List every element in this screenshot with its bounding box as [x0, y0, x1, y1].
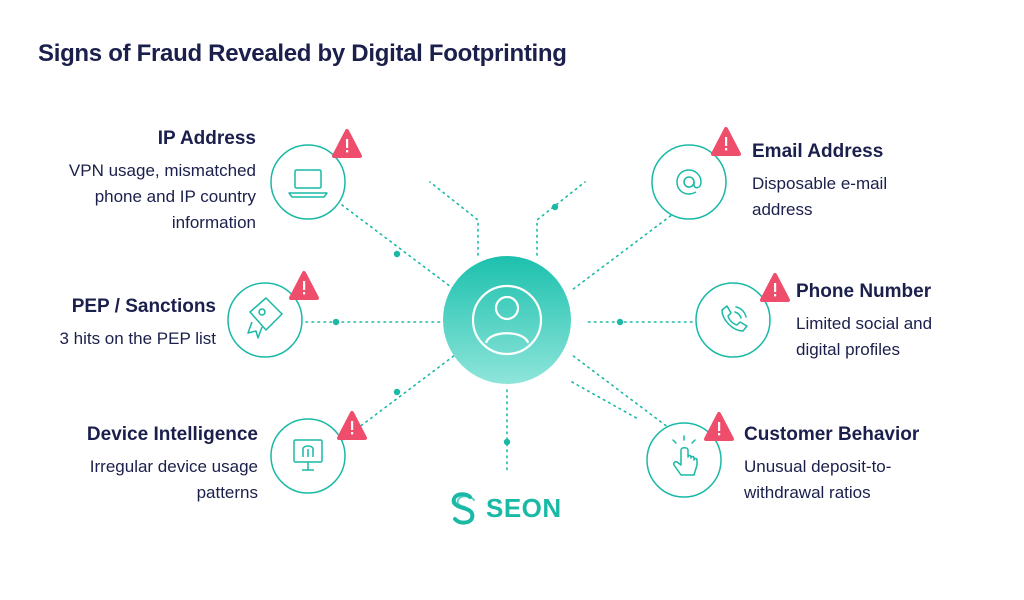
phone-number-block: Phone Number Limited social and digital … [796, 281, 932, 363]
customer-behavior-block: Customer Behavior Unusual deposit-to- wi… [744, 424, 919, 506]
pep-sanctions-node [227, 271, 319, 358]
laptop-icon [288, 169, 328, 198]
ip-address-block: IP Address VPN usage, mismatched phone a… [69, 128, 256, 236]
customer-behavior-node [646, 412, 734, 498]
email-address-desc: Disposable e-mail address [752, 174, 888, 219]
page-title: Signs of Fraud Revealed by Digital Footp… [38, 40, 567, 67]
pep-sanctions-block: PEP / Sanctions 3 hits on the PEP list [59, 296, 216, 352]
center-user-node [443, 256, 571, 384]
device-intelligence-heading: Device Intelligence [86, 424, 258, 445]
warning-icon [704, 412, 734, 441]
seon-logo-text: SEON [486, 492, 562, 523]
customer-behavior-desc: Unusual deposit-to- withdrawal ratios [744, 457, 892, 502]
fingerprint-monitor-icon [293, 439, 323, 471]
phone-number-heading: Phone Number [796, 281, 932, 302]
ip-address-desc: VPN usage, mismatched phone and IP count… [68, 161, 256, 232]
phone-number-node [695, 273, 790, 358]
connector-dots [332, 203, 624, 446]
warning-icon [711, 127, 741, 156]
pep-sanctions-heading: PEP / Sanctions [71, 296, 216, 317]
email-address-heading: Email Address [752, 141, 884, 162]
email-address-block: Email Address Disposable e-mail address [752, 141, 887, 223]
customer-behavior-heading: Customer Behavior [744, 424, 920, 445]
sanctions-tag-icon [247, 297, 283, 339]
seon-logo-icon [451, 492, 475, 525]
pep-sanctions-desc: 3 hits on the PEP list [59, 329, 216, 348]
pointer-hand-icon [672, 435, 698, 476]
warning-icon [332, 129, 362, 158]
ip-address-heading: IP Address [157, 128, 256, 149]
warning-icon [337, 411, 367, 440]
device-intelligence-node [270, 411, 367, 494]
user-icon [471, 284, 543, 356]
warning-icon [289, 271, 319, 300]
phone-number-desc: Limited social and digital profiles [796, 314, 933, 359]
warning-icon [760, 273, 790, 302]
ip-address-node [270, 129, 362, 220]
device-intelligence-block: Device Intelligence Irregular device usa… [87, 424, 258, 506]
email-at-icon [676, 169, 702, 195]
phone-call-icon [721, 305, 748, 332]
device-intelligence-desc: Irregular device usage patterns [89, 457, 258, 502]
email-address-node [651, 127, 741, 220]
seon-logo: SEON [446, 490, 562, 526]
